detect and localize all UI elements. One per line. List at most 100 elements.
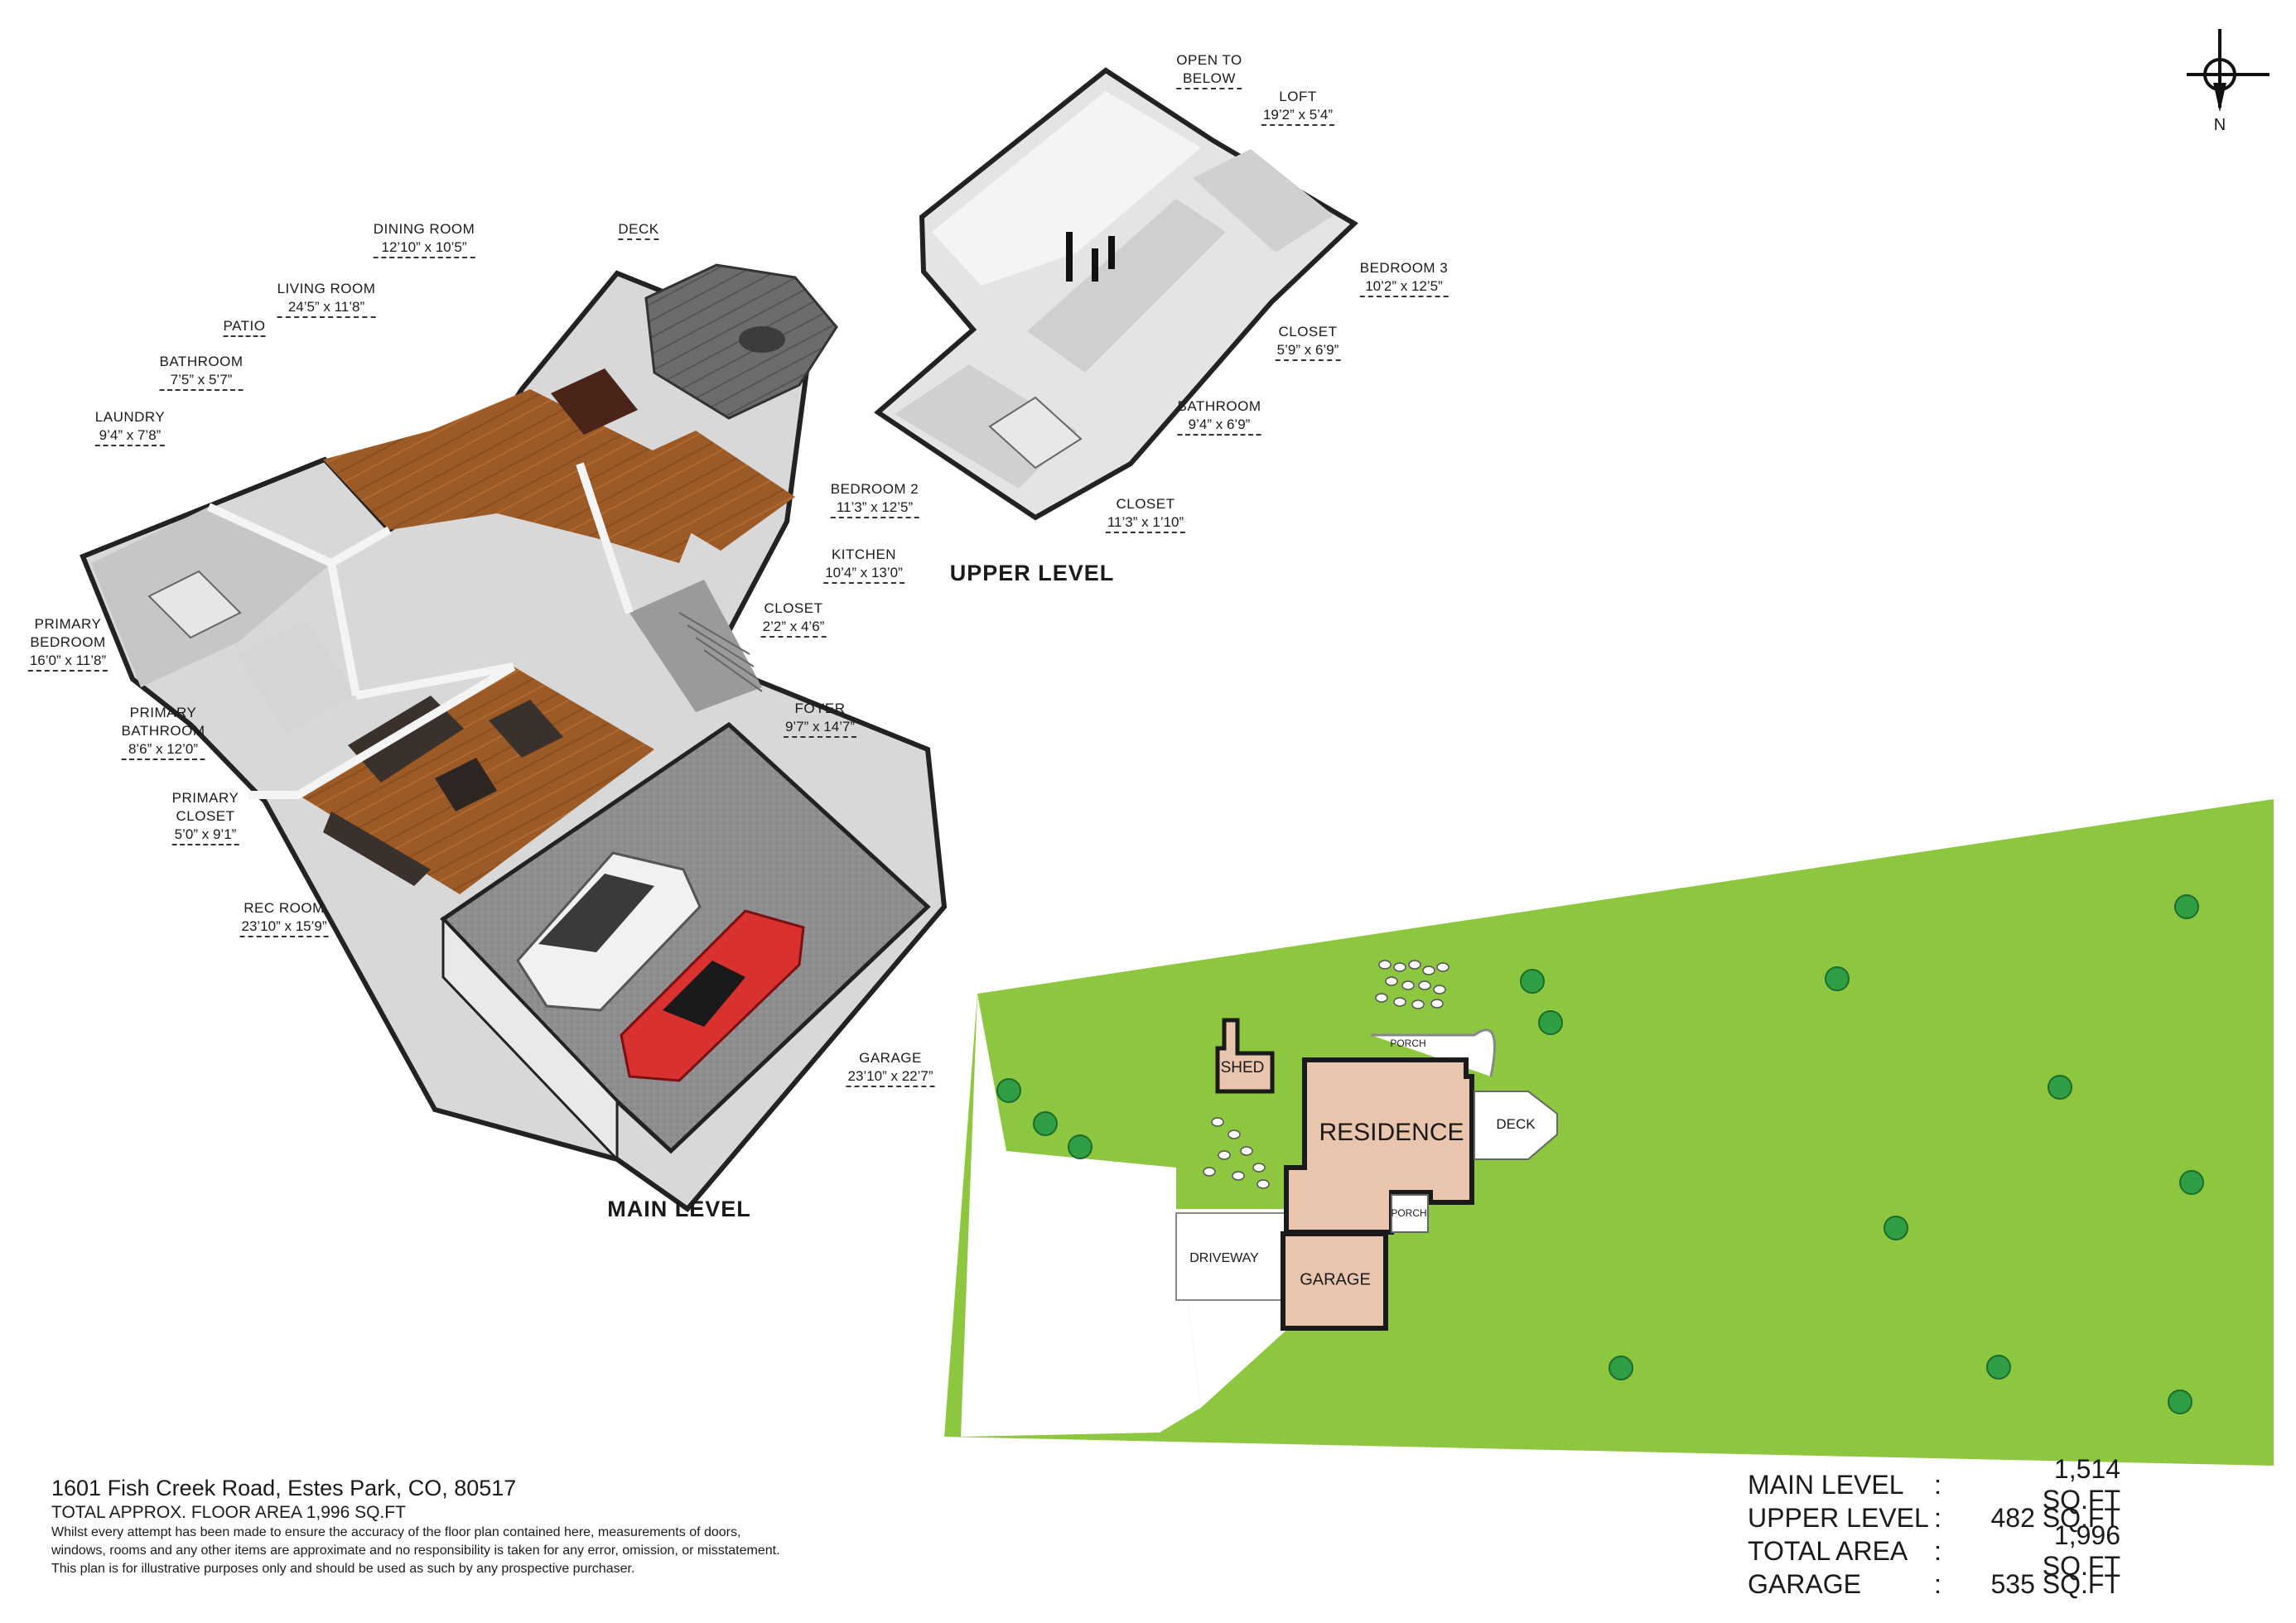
site-label-residence: RESIDENCE [1319,1119,1464,1146]
loft-column [1066,232,1073,282]
site-label-deck: DECK [1496,1116,1536,1132]
summary-row: TOTAL AREA : 1,996 SQ.FT [1748,1520,2120,1581]
rock-icon [1385,976,1398,986]
rock-icon [1393,997,1406,1007]
room-label-rec-room: REC ROOM 23’10” x 15’9” [239,899,329,937]
room-label-kitchen: KITCHEN 10’4” x 13’0” [823,546,904,584]
tree-icon [1884,1216,1908,1240]
room-label-closet: CLOSET 2’2” x 4’6” [760,600,827,638]
rock-icon [1257,1179,1270,1189]
summary-value: 482 SQ.FT [1990,1502,2121,1533]
rock-icon [1228,1129,1241,1139]
site-label-driveway: DRIVEWAY [1189,1251,1259,1265]
main-level-floorplan [80,263,948,1213]
site-label-garage: GARAGE [1300,1270,1371,1289]
site-trees [996,894,2204,1414]
deck-table [739,326,785,353]
area-summary: MAIN LEVEL : 1,514 SQ.FT UPPER LEVEL : 4… [1748,1454,2120,1601]
room-label-dining-room: DINING ROOM 12’10” x 10’5” [373,220,475,258]
site-plan [944,799,2274,1466]
primary-bathroom-floor [236,621,356,733]
rock-icon [1408,960,1421,970]
summary-value: 1,514 SQ.FT [2042,1454,2120,1515]
rock-icon [1203,1167,1216,1177]
rock-icon [1375,993,1388,1003]
room-label-patio: PATIO [223,317,266,337]
room-label-foyer: FOYER 9’7” x 14’7” [783,700,857,738]
garage-side-wall [441,916,619,1163]
room-label-bedroom-3: BEDROOM 3 10’2” x 12’5” [1359,259,1449,297]
site-label-shed: SHED [1220,1059,1265,1076]
rock-icon [1393,962,1406,972]
room-label-bedroom-2: BEDROOM 2 11’3” x 12’5” [830,480,919,518]
dining-table [551,368,638,435]
tree-icon [2048,1075,2072,1100]
room-label-deck: DECK [618,220,659,240]
summary-label: GARAGE [1748,1568,1861,1599]
tree-icon [2174,894,2199,919]
room-label-loft: LOFT 19’2” x 5’4” [1261,88,1335,126]
bedroom-2-bed [988,396,1083,470]
main-stairs [678,612,763,692]
rec-room-sofa [323,696,563,886]
garage-car-suv [516,851,702,1012]
site-label-porch-side: PORCH [1391,1207,1427,1219]
site-deck [1474,1091,1558,1160]
rock-icon [1211,1117,1224,1127]
living-room-floor [323,389,712,563]
room-label-primary-bedroom: PRIMARY BEDROOM 16’0” x 11’8” [27,615,109,672]
tree-icon [1986,1355,2011,1380]
tree-icon [2179,1170,2204,1195]
rock-icon [1418,980,1431,990]
rock-icon [1430,999,1444,1009]
site-rocks [1203,960,1449,1189]
room-label-open-to-below: OPEN TO BELOW [1176,51,1242,89]
room-label-bathroom-upper: BATHROOM 9’4” x 6’9” [1177,397,1261,436]
summary-separator: : [1934,1469,1941,1500]
rock-icon [1240,1146,1253,1156]
tree-icon [996,1078,1021,1103]
rock-icon [1218,1150,1231,1160]
rock-icon [1411,999,1425,1009]
room-label-bathroom: BATHROOM 7’5” x 5’7” [159,353,244,391]
total-floor-area: TOTAL APPROX. FLOOR AREA 1,996 SQ.FT [51,1503,406,1522]
summary-separator: : [1934,1568,1941,1599]
tree-icon [1033,1111,1058,1136]
tree-icon [2168,1389,2192,1414]
rock-icon [1252,1163,1266,1173]
room-label-laundry: LAUNDRY 9’4” x 7’8” [94,408,166,446]
kitchen-floor [596,431,795,551]
tree-icon [1068,1134,1093,1159]
garage-car-convertible [620,909,805,1082]
summary-label: TOTAL AREA [1748,1535,1908,1566]
summary-label: MAIN LEVEL [1748,1469,1904,1500]
rock-icon [1422,966,1435,975]
compass-north-label: N [2213,116,2226,134]
disclaimer-line: Whilst every attempt has been made to en… [51,1525,741,1539]
summary-row: GARAGE : 535 SQ.FT [1748,1568,2120,1601]
tree-icon [1825,966,1850,991]
tree-icon [1520,969,1545,994]
loft-column [1092,248,1098,282]
summary-label: UPPER LEVEL [1748,1502,1929,1533]
room-label-living-room: LIVING ROOM 24’5” x 11’8” [277,280,376,318]
site-unmowed-area [961,994,1201,1437]
site-driveway [1175,1212,1286,1301]
site-label-porch-top: PORCH [1390,1038,1426,1049]
open-to-below-area [932,91,1201,286]
disclaimer: Whilst every attempt has been made to en… [51,1524,971,1578]
summary-row: UPPER LEVEL : 482 SQ.FT [1748,1501,2120,1534]
summary-row: MAIN LEVEL : 1,514 SQ.FT [1748,1454,2120,1515]
tree-icon [1609,1356,1633,1380]
room-label-closet-upper: CLOSET 5’9” x 6’9” [1275,323,1341,361]
room-label-closet-upper-2: CLOSET 11’3” x 1’10” [1105,495,1186,533]
compass-icon [2187,29,2269,112]
rock-icon [1401,980,1415,990]
primary-bed [147,570,242,639]
disclaimer-line: This plan is for illustrative purposes o… [51,1562,635,1576]
room-label-primary-closet: PRIMARY CLOSET 5’0” x 9’1” [171,789,239,845]
room-label-garage: GARAGE 23’10” x 22’7” [846,1049,935,1087]
footer: 1601 Fish Creek Road, Estes Park, CO, 80… [51,1474,971,1578]
summary-value: 1,996 SQ.FT [2042,1520,2120,1581]
